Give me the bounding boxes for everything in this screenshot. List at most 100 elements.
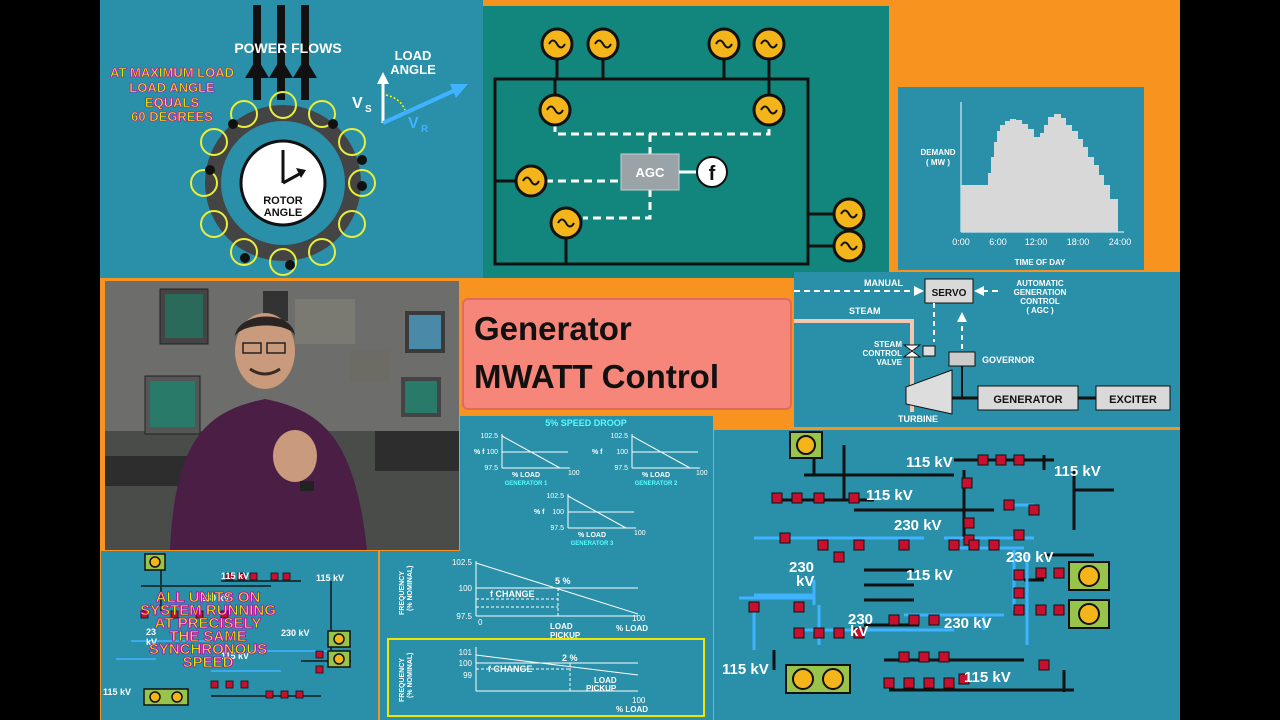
small-kv-6: 23 [146,627,156,637]
governor-box [948,351,976,367]
bottom-ylabel-2: (% NOMINAL) [407,653,414,699]
max-load-note-1: AT MAXIMUM LOAD [110,65,234,80]
small-kv-3: 230 kV [201,593,230,603]
sync-text-2: SYSTEM RUNNING [140,602,276,619]
bottom-load: % LOAD [616,705,648,714]
g3-f: % f [534,509,545,516]
top-pickup-1: LOAD [550,622,573,631]
kv-label-4: 230 kV [894,517,942,534]
small-kv-4: 230 kV [281,628,310,638]
max-load-note-2: LOAD ANGLE [129,80,215,95]
sync-text-4: THE SAME [169,628,247,645]
kv-label-6: 230 [789,559,814,576]
top-y3: 97.5 [456,612,472,621]
g2-bot: 97.5 [614,465,628,472]
small-kv-7: kV [146,637,157,647]
droop-chart-2: 102.5 100 97.5 % f % LOAD 100 GENERATOR … [592,433,708,487]
presenter-photo [105,281,459,550]
agc-text-2: GENERATION [1014,288,1067,297]
kv-label-5: 230 kV [1006,549,1054,566]
grid-diagram: 115 kV 115 kV 115 kV 230 kV 230 kV 230 k… [722,431,1114,694]
stator-coils [190,91,376,276]
small-grid-diagram: 115 kV 115 kV 230 kV 230 kV 115 kV 23 kV… [103,553,351,706]
top-y1: 102.5 [452,558,473,567]
frequency-charts: FREQUENCY (% NOMINAL) 102.5 100 97.5 0 1… [387,558,705,717]
generator-icons [514,27,866,263]
sync-text-6: SPEED [183,654,234,671]
g3-mid: 100 [552,509,564,516]
demand-curve [961,114,1118,232]
droop-chart-3: 102.5 100 97.5 % f % LOAD 100 GENERATOR … [534,493,646,547]
vr-sub-label: R [421,124,429,135]
kv-label-11: 230 kV [944,615,992,632]
speed-droop-panel: 5% SPEED DROOP 102.5 100 97.5 % f % LOAD… [460,416,713,551]
bottom-y2: 100 [459,659,473,668]
top-end: 100 [632,614,646,623]
top-y2: 100 [459,584,473,593]
kv-label-3: 115 kV [866,487,913,504]
valve-label-3: VALVE [877,358,903,367]
demand-chart: DEMAND ( MW ) 0:00 6:00 12:00 18:00 24:0… [920,102,1132,267]
steam-label: STEAM [849,306,881,316]
kv-label-9: 230 [848,611,873,628]
x-tick-18: 18:00 [1067,237,1090,247]
agc-text-3: CONTROL [1020,297,1060,306]
g2-f: % f [592,449,603,456]
small-kv-1: 115 kV [221,571,249,581]
servo-box [924,278,974,304]
bottom-end: 100 [632,696,646,705]
vs-label: V [352,95,363,112]
max-load-note-3: EQUALS [145,95,200,110]
agc-text-1: AUTOMATIC [1016,279,1063,288]
agc-control-lines [545,124,771,220]
bottom-pickup-1: LOAD [594,676,617,685]
g2-end: 100 [696,470,708,477]
title-line-1: Generator [474,310,632,347]
agc-network-panel: AGC f [483,6,889,278]
g2-load: % LOAD [642,472,670,479]
monitor-screens [144,288,445,435]
phasor-diagram [377,72,468,125]
g3-top: 102.5 [546,493,564,500]
demand-ylabel-1: DEMAND [920,148,955,157]
g1-top: 102.5 [480,433,498,440]
kv-label-7: kV [796,573,814,590]
small-kv-2: 115 kV [316,573,344,583]
kv-label-8: 115 kV [906,567,953,584]
highlight-frame [387,638,705,717]
valve-label-1: STEAM [874,340,902,349]
bottom-pickup-2: PICKUP [586,684,617,693]
power-flows-label: POWER FLOWS [234,40,341,56]
demand-chart-panel: DEMAND ( MW ) 0:00 6:00 12:00 18:00 24:0… [898,87,1144,270]
control-room-scene [105,281,459,550]
load-angle-label-2: ANGLE [390,62,436,77]
g1-f: % f [474,449,485,456]
governor-control-panel: MANUAL SERVO AUTOMATIC GENERATION CONTRO… [794,272,1180,427]
generator-label: GENERATOR [993,394,1062,406]
synchronous-speed-panel: 115 kV 115 kV 230 kV 230 kV 115 kV 23 kV… [101,551,378,720]
frequency-label: f [709,163,716,185]
frequency-icon [696,156,728,188]
rotor-label-2: ANGLE [264,207,303,219]
top-pct: 5 % [555,576,571,586]
top-zero: 0 [478,618,483,627]
freq-chart-bottom: FREQUENCY (% NOMINAL) 101 100 99 100 2 %… [399,647,648,714]
max-load-note-4: 60 DEGREES [131,109,213,124]
sync-text-1: ALL UNITS ON [156,589,261,606]
vr-label: V [408,115,419,132]
x-tick-12: 12:00 [1025,237,1048,247]
small-kv-8: 115 kV [103,687,131,697]
g2-top: 102.5 [610,433,628,440]
g3-name: GENERATOR 3 [571,541,614,547]
top-ylabel-2: (% NOMINAL) [407,566,414,612]
g2-name: GENERATOR 2 [635,481,678,487]
power-flow-arrows [245,5,317,100]
g1-name: GENERATOR 1 [505,481,548,487]
rotor-angle-panel: ROTOR ANGLE POWER FLOWS LOAD ANGLE V S V… [100,0,483,278]
demand-xlabel: TIME OF DAY [1015,258,1066,267]
bottom-pct: 2 % [562,653,578,663]
right-black-bar [1180,0,1280,720]
top-ylabel-1: FREQUENCY [399,571,406,615]
x-tick-24: 24:00 [1109,237,1132,247]
kv-label-12: 115 kV [722,661,769,678]
